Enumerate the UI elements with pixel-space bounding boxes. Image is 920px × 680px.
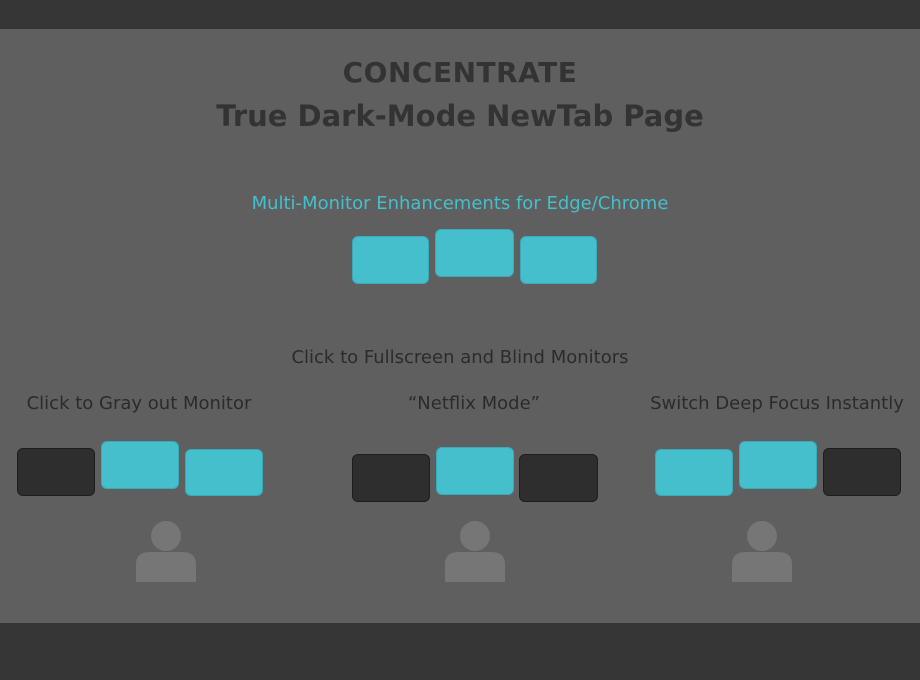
modes-heading: Click to Fullscreen and Blind Monitors	[291, 347, 629, 368]
hero-monitor-center[interactable]	[435, 229, 514, 277]
mode-deep-focus-monitor-left[interactable]	[655, 449, 733, 496]
person-icon	[445, 521, 505, 582]
newtab-panel: CONCENTRATE True Dark-Mode NewTab Page M…	[0, 29, 920, 623]
mode-gray-out-caption: Click to Gray out Monitor	[26, 393, 252, 414]
mode-deep-focus-monitor-right[interactable]	[823, 448, 901, 496]
person-icon	[136, 521, 196, 582]
hero-monitor-left[interactable]	[352, 236, 429, 284]
mode-deep-focus-caption: Switch Deep Focus Instantly	[650, 393, 904, 414]
mode-gray-out-monitor-left[interactable]	[17, 448, 95, 496]
mode-netflix-monitor-right[interactable]	[519, 454, 598, 502]
hero-monitor-right[interactable]	[520, 236, 597, 284]
hero-subtitle: Multi-Monitor Enhancements for Edge/Chro…	[251, 193, 669, 214]
top-bar	[0, 0, 920, 29]
person-icon	[732, 521, 792, 582]
page-subtitle-title: True Dark-Mode NewTab Page	[216, 99, 704, 133]
app-title: CONCENTRATE	[342, 56, 578, 89]
mode-netflix-monitor-left[interactable]	[352, 454, 430, 502]
mode-gray-out-monitor-right[interactable]	[185, 449, 263, 496]
mode-gray-out-monitor-center[interactable]	[101, 441, 179, 489]
bottom-bar	[0, 623, 920, 680]
mode-netflix-monitor-center[interactable]	[436, 447, 514, 495]
mode-netflix-caption: “Netflix Mode”	[407, 393, 540, 414]
mode-deep-focus-monitor-center[interactable]	[739, 441, 817, 489]
